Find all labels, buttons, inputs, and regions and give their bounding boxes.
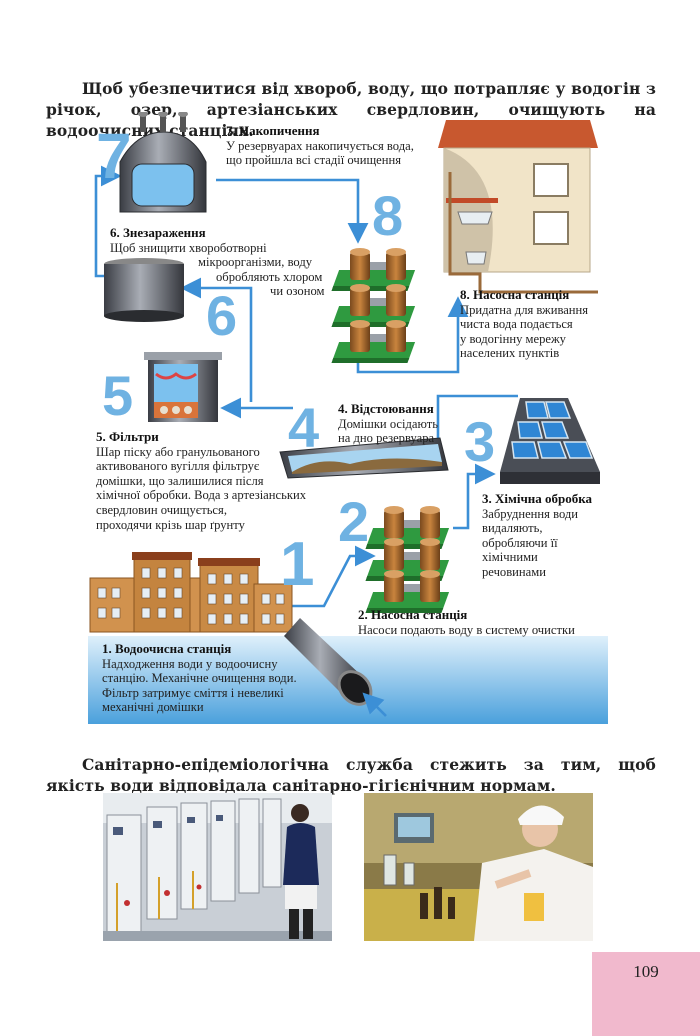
stage-1-line: механічні домішки <box>102 700 204 715</box>
stage-7-caption: 7. Накопичення У резервуарах накопичуєть… <box>226 123 466 168</box>
stage-6-title: 6. Знезараження <box>110 225 206 240</box>
stage-8-line: Придатна для вживання <box>460 302 589 317</box>
stage-6-line: мікроорганізми, воду <box>198 255 313 270</box>
photo-laboratory <box>364 793 593 941</box>
stage-3-line: речовинами <box>482 564 546 579</box>
stage-6-line: Щоб знищити хвороботворні <box>110 240 267 255</box>
stage-number-8: 8 <box>372 184 404 247</box>
stage-1-line: Надходження води у водоочисну <box>102 656 278 671</box>
stage-8-caption: 8. Насосна станція Придатна для вживання… <box>460 287 608 361</box>
closing-paragraph: Санітарно-епідеміологічна служба стежить… <box>46 754 656 795</box>
photo-control-panels <box>103 793 332 941</box>
page-number-box: 109 <box>592 952 700 1036</box>
stage-3-caption: 3. Хімічна обробка Забруднення води вида… <box>482 491 608 580</box>
stage-5-line: проходячи крізь шар ґрунту <box>96 517 245 532</box>
stage-7-line: У резервуарах накопичується вода, <box>226 138 414 153</box>
stage-3-line: Забруднення води <box>482 506 579 521</box>
stage-5-line: свердловин очищується, <box>96 502 227 517</box>
stage-number-7: 7 <box>96 120 132 192</box>
stage-4-caption: 4. Відстоювання Домішки осідають на дно … <box>338 401 478 446</box>
stage-5-line: хімічної обробки. Вода з артезіанських <box>96 488 307 503</box>
page-number: 109 <box>633 962 659 981</box>
city-buildings <box>89 552 293 633</box>
water-treatment-diagram: 7 8 6 5 4 3 2 1 7. Накопичення У резерву… <box>88 112 608 724</box>
stage-6-caption: 6. Знезараження Щоб знищити хвороботворн… <box>110 225 350 299</box>
stage-2-title: 2. Насосна станція <box>358 607 468 622</box>
intro-paragraph: Щоб убезпечитися від хвороб, воду, що по… <box>46 78 656 140</box>
stage-2-caption: 2. Насосна станція Насоси подають воду в… <box>358 607 608 637</box>
diagram-illustration <box>88 112 608 724</box>
stage-8-line: чиста вода подається <box>460 317 573 332</box>
stage-6-line: обробляють хлором <box>216 269 323 284</box>
stage-8-line: населених пунктів <box>460 346 560 361</box>
pump-station-lower <box>365 506 450 613</box>
intake-pipe <box>284 618 387 717</box>
stage-3-line: видаляють, <box>482 521 543 536</box>
chemical-treatment-tank <box>500 398 600 484</box>
stage-5-line: Шар піску або гранульованого <box>96 444 260 459</box>
stage-4-line: на дно резервуара <box>338 431 435 446</box>
stage-1-line: станцію. Механічне очищення води. <box>102 671 297 686</box>
stage-5-caption: 5. Фільтри Шар піску або гранульованого … <box>96 429 346 532</box>
stage-number-5: 5 <box>102 364 134 427</box>
stage-8-title: 8. Насосна станція <box>460 287 570 302</box>
stage-number-6: 6 <box>206 284 238 347</box>
filter-tank <box>144 352 222 422</box>
stage-1-title: 1. Водоочисна станція <box>102 641 232 656</box>
stage-1-line: Фільтр затримує сміття і невеликі <box>102 685 284 700</box>
stage-4-line: Домішки осідають <box>338 416 439 431</box>
settling-trough <box>279 437 449 479</box>
stage-5-title: 5. Фільтри <box>96 429 159 444</box>
reservoir-dome <box>119 112 207 213</box>
stage-2-line: Насоси подають воду в систему очистки <box>358 622 575 637</box>
stage-3-line: хімічними <box>482 550 538 565</box>
stage-3-line: обробляючи її <box>482 535 558 550</box>
stage-4-title: 4. Відстоювання <box>338 401 434 416</box>
stage-6-line: чи озоном <box>270 284 325 299</box>
stage-7-line: що пройшла всі стадії очищення <box>226 153 402 168</box>
stage-7-title: 7. Накопичення <box>226 123 320 138</box>
stage-8-line: у водогінну мережу <box>460 331 566 346</box>
stage-5-line: домішки, що залишилися після <box>96 473 264 488</box>
house-illustration <box>438 120 598 294</box>
stage-5-line: активованого вугілля фільтрує <box>96 459 260 474</box>
stage-number-2: 2 <box>338 490 370 553</box>
stage-1-caption: 1. Водоочисна станція Надходження води у… <box>102 641 332 715</box>
disinfection-tank <box>104 258 184 322</box>
stage-number-4: 4 <box>288 396 320 459</box>
stage-3-title: 3. Хімічна обробка <box>482 491 593 506</box>
stage-number-3: 3 <box>464 410 496 473</box>
stage-number-1: 1 <box>280 530 315 599</box>
